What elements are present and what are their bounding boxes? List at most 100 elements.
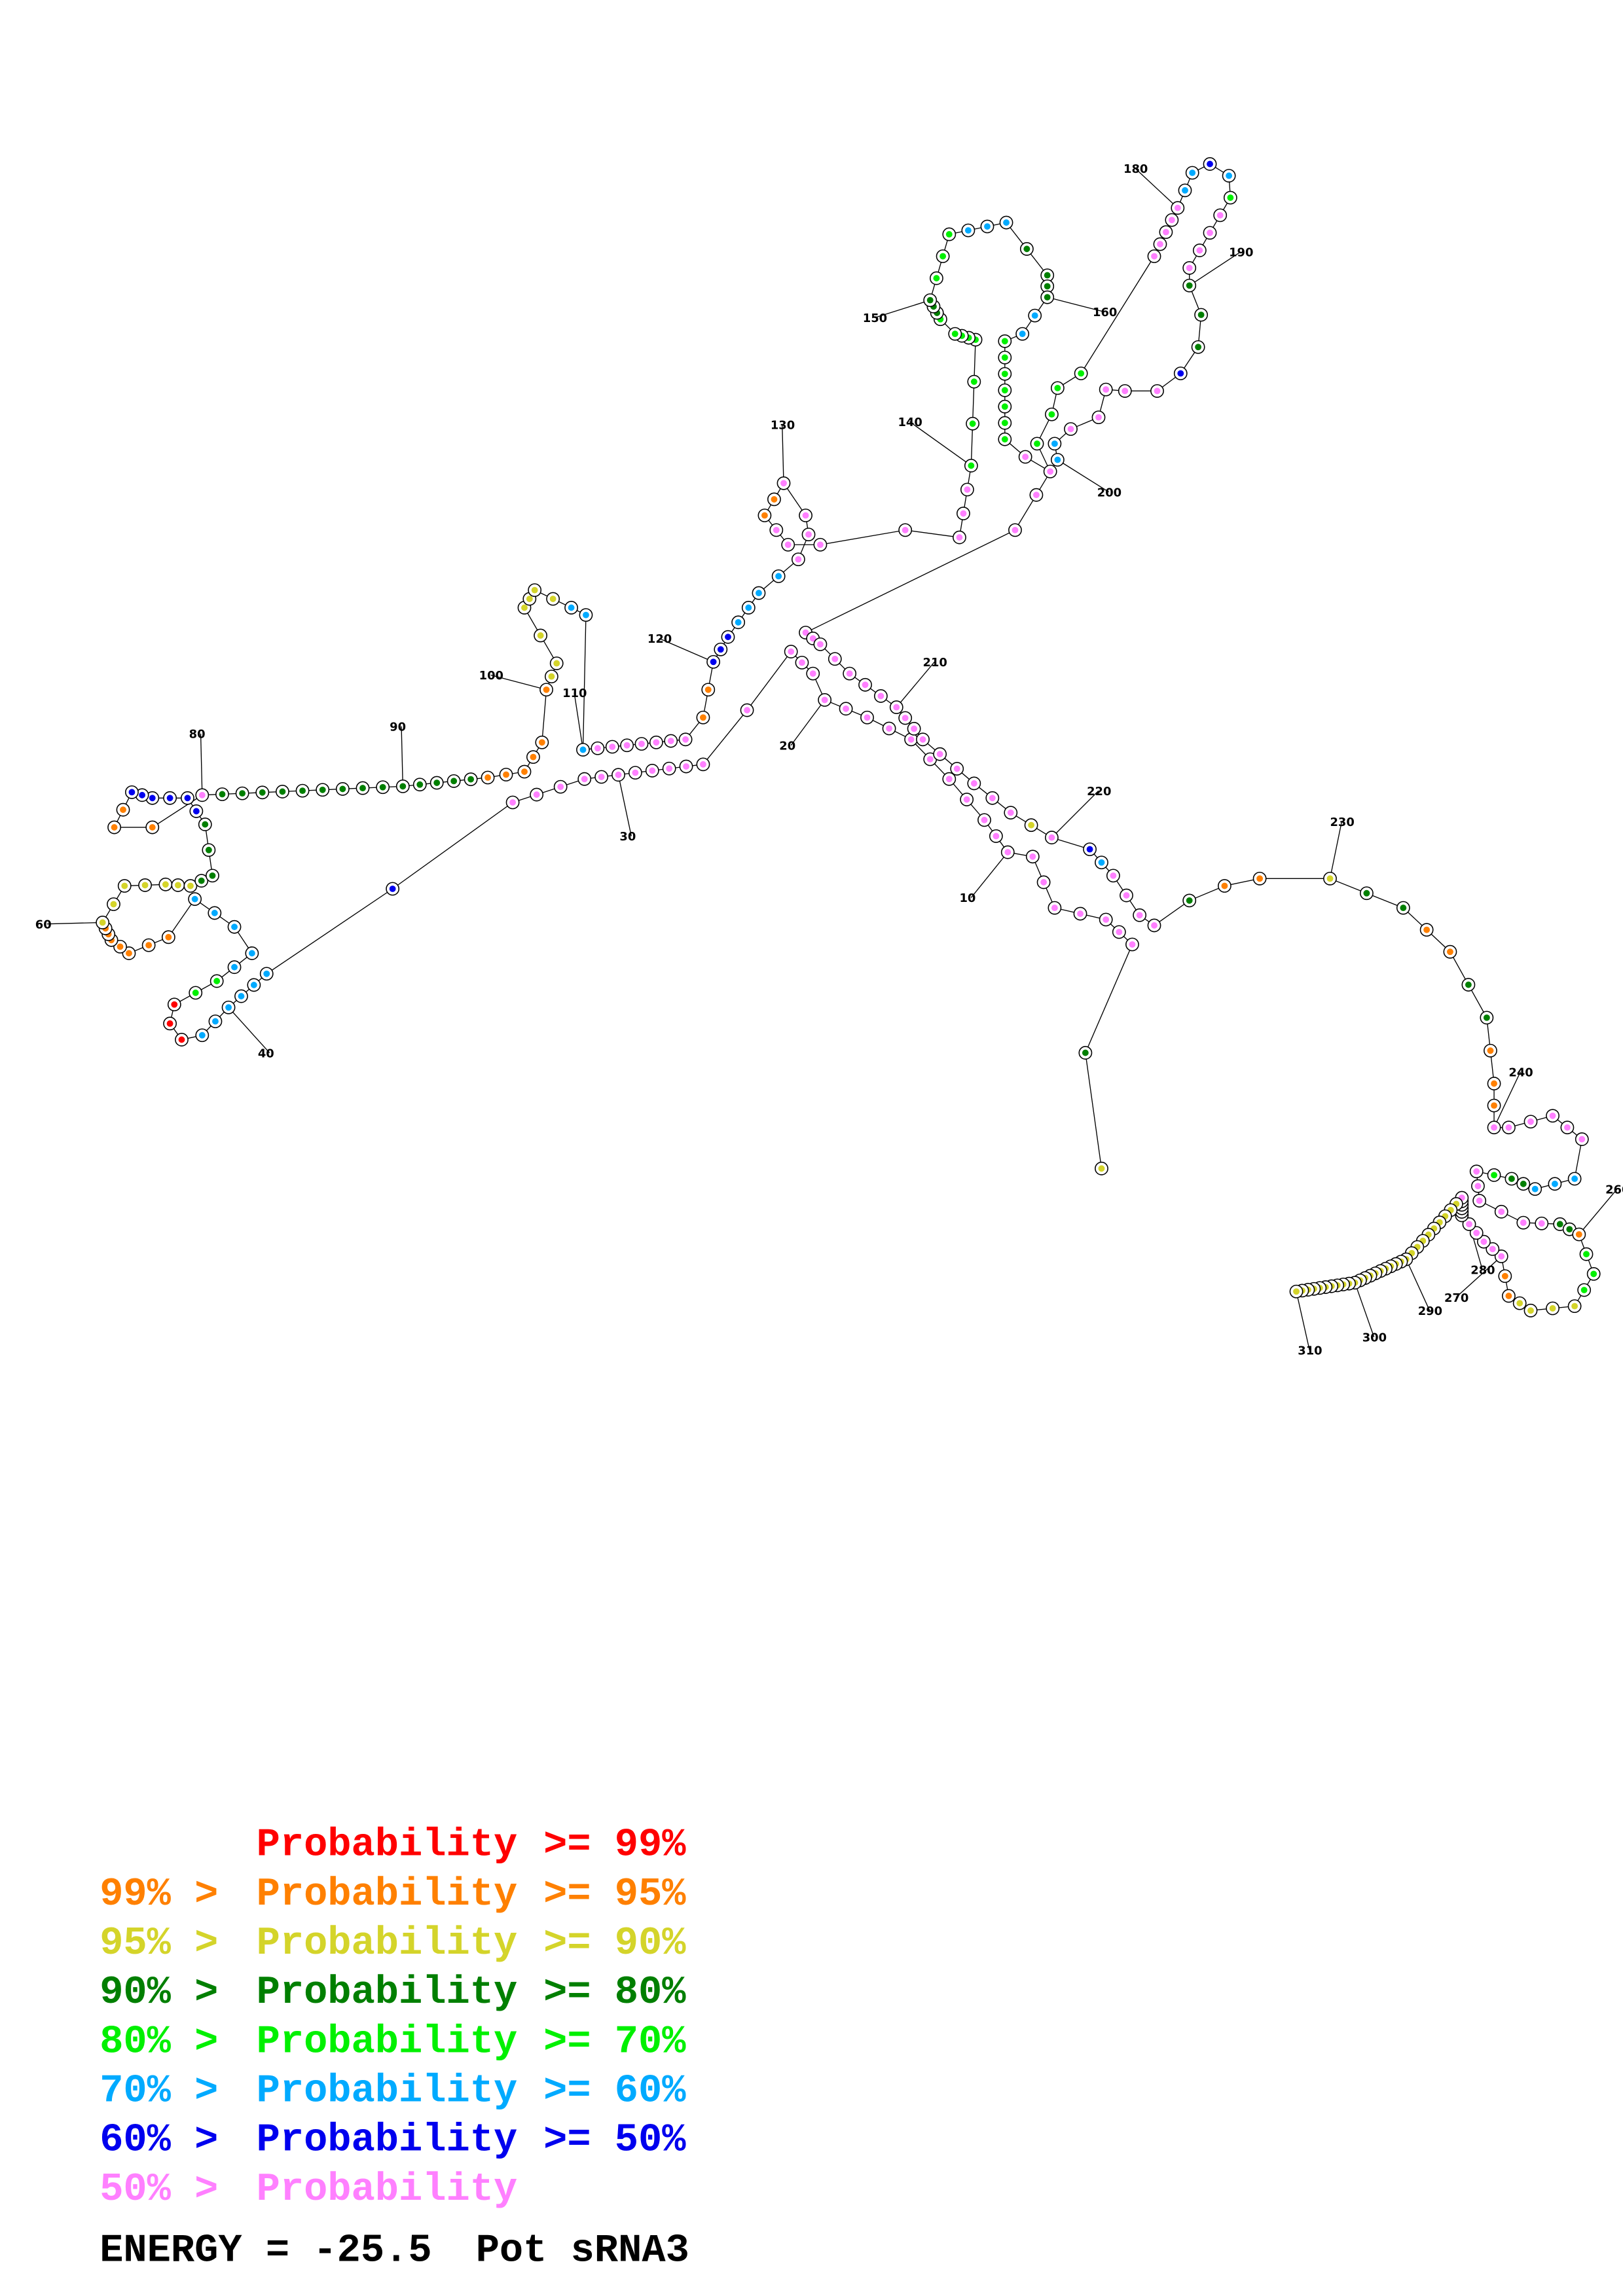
nucleotide-probability-mark — [178, 1036, 185, 1043]
nucleotide-probability-mark — [1040, 879, 1048, 886]
nucleotide-probability-mark — [1423, 926, 1431, 933]
nucleotide-probability-mark — [1516, 1300, 1523, 1307]
nucleotide-probability-mark — [1078, 370, 1085, 377]
position-label-leader — [1455, 1256, 1502, 1298]
nucleotide-probability-mark — [615, 771, 622, 778]
nucleotide-probability-mark — [1154, 387, 1161, 395]
position-label: 20 — [779, 739, 795, 753]
position-label-leader — [1406, 1259, 1431, 1311]
nucleotide-probability-mark — [667, 738, 674, 744]
nucleotides — [96, 157, 1601, 1318]
nucleotide-probability-mark — [609, 744, 616, 750]
nucleotide-probability-mark — [1480, 1238, 1487, 1246]
nucleotide-probability-mark — [744, 707, 750, 713]
nucleotide-probability-mark — [945, 776, 953, 783]
nucleotide-probability-mark — [1293, 1288, 1300, 1295]
nucleotide-probability-mark — [1566, 1226, 1573, 1233]
position-label-leader — [896, 661, 935, 708]
position-label-leader — [970, 852, 1008, 898]
legend-prefix: 50% > — [100, 2168, 218, 2212]
nucleotide-probability-mark — [583, 611, 589, 619]
nucleotide-probability-mark — [509, 799, 517, 806]
nucleotide-probability-mark — [1580, 1287, 1588, 1293]
nucleotide-probability-mark — [1590, 1270, 1597, 1278]
position-label: 140 — [898, 416, 922, 429]
nucleotide-probability-mark — [1186, 897, 1193, 904]
nucleotide-probability-mark — [1505, 1293, 1512, 1299]
nucleotide-probability-mark — [960, 510, 967, 517]
legend-suffix: >= 99% — [543, 1823, 686, 1868]
nucleotide-probability-mark — [846, 670, 853, 677]
nucleotide-probability-mark — [632, 769, 639, 776]
nucleotide-probability-mark — [969, 420, 976, 427]
nucleotide-probability-mark — [1028, 821, 1035, 829]
nucleotide-probability-mark — [484, 774, 491, 781]
nucleotide-probability-mark — [1563, 1124, 1571, 1131]
nucleotide-probability-mark — [211, 910, 218, 916]
nucleotide-probability-mark — [877, 692, 884, 700]
nucleotide-probability-mark — [683, 763, 689, 770]
nucleotide-probability-mark — [970, 780, 977, 787]
position-label: 190 — [1229, 246, 1253, 260]
nucleotide-probability-mark — [145, 942, 153, 949]
nucleotide-probability-mark — [1501, 1272, 1508, 1280]
nucleotide-probability-mark — [120, 806, 126, 814]
nucleotide-probability-mark — [149, 824, 156, 831]
nucleotide-probability-mark — [1551, 1180, 1558, 1187]
nucleotide-probability-mark — [1447, 948, 1453, 956]
position-label: 110 — [562, 687, 587, 700]
nucleotide-probability-mark — [1326, 875, 1334, 882]
nucleotide-probability-mark — [598, 774, 605, 780]
nucleotide-probability-mark — [1227, 194, 1234, 201]
nucleotide-probability-mark — [1098, 859, 1105, 866]
nucleotide-probability-mark — [761, 512, 768, 519]
nucleotide-probability-mark — [682, 736, 689, 743]
legend-label: Probability — [257, 2020, 518, 2064]
nucleotide-probability-mark — [1122, 387, 1129, 395]
position-label: 120 — [647, 632, 672, 646]
nucleotide-probability-mark — [1031, 312, 1038, 319]
legend-suffix: >= 50% — [543, 2119, 686, 2163]
nucleotide-probability-mark — [1487, 1047, 1494, 1054]
nucleotide-probability-mark — [128, 789, 136, 796]
nucleotide-probability-mark — [1491, 1102, 1497, 1109]
nucleotide-probability-mark — [171, 1001, 178, 1008]
nucleotide-probability-mark — [1123, 892, 1130, 899]
nucleotide-probability-mark — [1583, 1251, 1590, 1258]
nucleotide-probability-mark — [1196, 247, 1203, 254]
nucleotide-probability-mark — [238, 993, 245, 999]
nucleotide-probability-mark — [1400, 905, 1407, 912]
nucleotide-probability-mark — [902, 715, 909, 721]
nucleotide-probability-mark — [1012, 526, 1019, 533]
nucleotide-probability-mark — [951, 331, 958, 338]
nucleotide-probability-mark — [984, 223, 991, 230]
legend-label: Probability — [257, 2069, 518, 2113]
nucleotide-probability-mark — [192, 989, 199, 996]
nucleotide-probability-mark — [843, 705, 849, 712]
nucleotide-probability-mark — [549, 596, 556, 602]
nucleotide-probability-mark — [531, 586, 538, 594]
nucleotide-probability-mark — [1221, 882, 1228, 889]
nucleotide-probability-mark — [149, 795, 156, 802]
position-label-leader — [200, 733, 203, 795]
nucleotide-probability-mark — [964, 227, 972, 234]
nucleotide-probability-mark — [1571, 1175, 1578, 1182]
nucleotide-probability-mark — [1001, 420, 1008, 427]
nucleotide-probability-mark — [1527, 1118, 1534, 1125]
nucleotide-probability-mark — [339, 785, 346, 793]
nucleotide-probability-mark — [467, 776, 475, 783]
nucleotide-probability-mark — [1491, 1124, 1497, 1131]
nucleotide-probability-mark — [1048, 834, 1055, 841]
position-label: 80 — [189, 728, 206, 742]
nucleotide-probability-mark — [1051, 440, 1058, 447]
nucleotide-probability-mark — [936, 751, 943, 758]
position-label: 240 — [1508, 1066, 1533, 1079]
legend-label: Probability — [257, 2168, 518, 2212]
position-label-leader — [574, 692, 584, 750]
nucleotide-probability-mark — [771, 495, 778, 503]
nucleotide-probability-mark — [788, 648, 795, 655]
nucleotide-probability-mark — [416, 781, 424, 788]
legend-suffix: >= 95% — [543, 1873, 686, 1917]
backbone-line — [101, 163, 1594, 1312]
nucleotide-probability-mark — [579, 746, 587, 753]
